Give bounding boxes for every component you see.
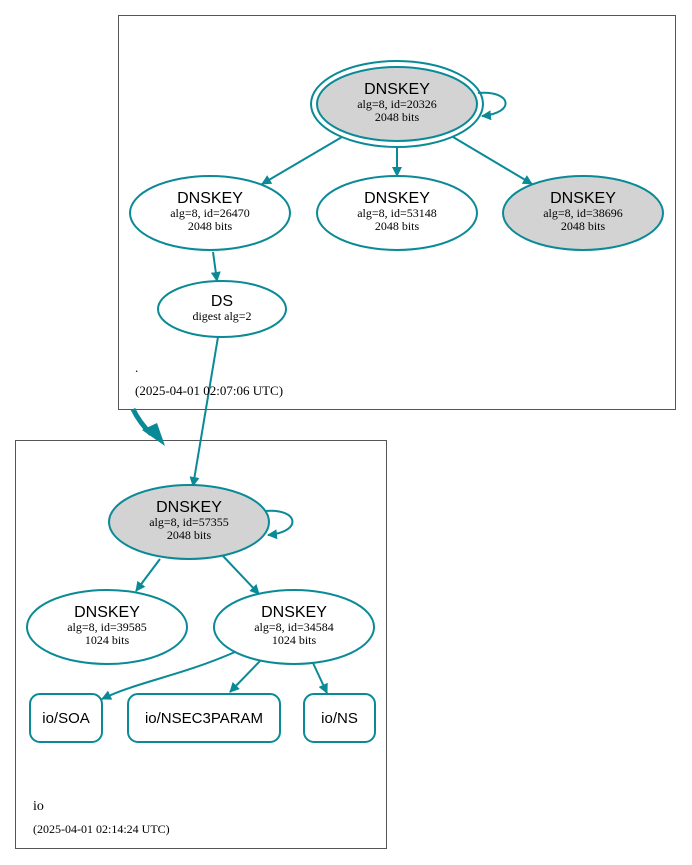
rrset-label: io/SOA [42,710,90,727]
node-detail: digest alg=2 [192,309,251,323]
node-detail: 2048 bits [188,219,233,233]
node-title: DNSKEY [550,190,616,207]
node-root-k38696: DNSKEY alg=8, id=38696 2048 bits [502,175,664,251]
edge-26470-to-ds [210,251,221,282]
zone-root-box [118,15,676,410]
node-detail: 2048 bits [375,219,420,233]
edge-io-ksk-to-34584 [222,555,260,595]
node-io-soa: io/SOA [29,693,103,743]
node-detail: 2048 bits [375,110,420,124]
node-detail: 1024 bits [272,633,317,647]
edge-root-ksk-self [477,91,507,121]
node-title: DNSKEY [364,81,430,98]
zone-root-timestamp: (2025-04-01 02:07:06 UTC) [135,383,283,398]
zone-root-name: . [135,360,138,375]
edge-root-ksk-to-26470 [261,136,343,185]
node-title: DS [211,293,233,310]
delegation-arrow [130,407,165,446]
node-title: DNSKEY [364,190,430,207]
zone-io-name: io [33,799,44,814]
rrset-label: io/NSEC3PARAM [145,710,263,727]
node-detail: alg=8, id=20326 [357,97,437,111]
edge-34584-to-soa [101,651,236,700]
edge-ds-to-io-ksk [189,336,219,487]
node-detail: alg=8, id=26470 [170,206,250,220]
edge-io-ksk-to-39585 [135,558,161,592]
node-detail: alg=8, id=57355 [149,515,229,529]
edges [101,91,533,700]
node-io-nsec3param: io/NSEC3PARAM [127,693,281,743]
node-detail: 2048 bits [561,219,606,233]
node-detail: 1024 bits [85,633,130,647]
edge-root-ksk-to-38696 [452,136,533,185]
node-title: DNSKEY [177,190,243,207]
rrset-label: io/NS [321,710,358,727]
node-io-ns: io/NS [303,693,376,743]
node-detail: alg=8, id=38696 [543,206,623,220]
node-io-ksk: DNSKEY alg=8, id=57355 2048 bits [108,484,270,560]
node-detail: alg=8, id=39585 [67,620,147,634]
node-io-k34584: DNSKEY alg=8, id=34584 1024 bits [213,589,375,665]
node-title: DNSKEY [261,604,327,621]
node-root-k26470: DNSKEY alg=8, id=26470 2048 bits [129,175,291,251]
node-title: DNSKEY [156,499,222,516]
node-detail: alg=8, id=53148 [357,206,437,220]
edge-34584-to-ns [312,662,328,694]
edge-34584-to-nsec3param [229,660,261,693]
node-root-ksk: DNSKEY alg=8, id=20326 2048 bits [310,60,484,148]
zone-io-timestamp: (2025-04-01 02:14:24 UTC) [33,822,170,836]
node-root-k53148: DNSKEY alg=8, id=53148 2048 bits [316,175,478,251]
edge-io-ksk-self [264,509,294,540]
node-detail: alg=8, id=34584 [254,620,334,634]
node-detail: 2048 bits [167,528,212,542]
node-io-k39585: DNSKEY alg=8, id=39585 1024 bits [26,589,188,665]
node-io-ds: DS digest alg=2 [157,280,287,338]
node-title: DNSKEY [74,604,140,621]
